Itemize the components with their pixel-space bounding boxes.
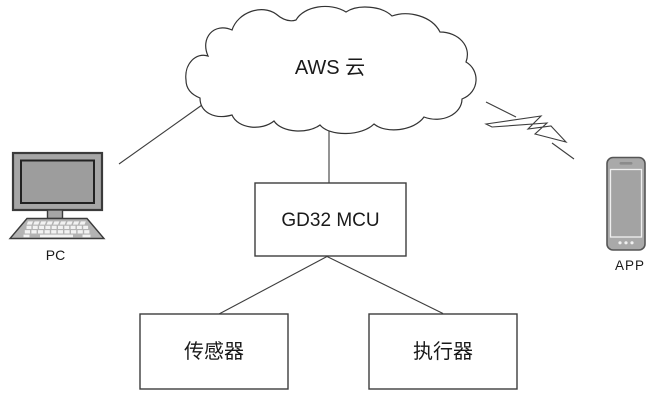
sensor-label: 传感器 xyxy=(184,340,244,363)
sensor-box xyxy=(139,313,289,390)
app-label: APP xyxy=(615,258,645,273)
pc-label: PC xyxy=(46,247,65,263)
aws-cloud-shape xyxy=(185,5,477,135)
monitor-screen xyxy=(20,159,95,204)
smartphone-icon xyxy=(606,156,646,251)
line-mcu-to-actuator xyxy=(326,256,444,314)
line-lightning-to-app xyxy=(551,142,575,160)
phone-home-dots xyxy=(618,241,634,245)
line-pc-to-cloud xyxy=(118,104,203,165)
actuator-box xyxy=(368,313,518,390)
mcu-box xyxy=(254,182,407,257)
monitor-stand xyxy=(46,209,64,220)
mcu-label: GD32 MCU xyxy=(281,210,379,231)
aws-cloud-label: AWS 云 xyxy=(295,57,365,79)
phone-speaker xyxy=(619,162,633,165)
keyboard-keys xyxy=(23,221,91,238)
line-cloud-to-lightning xyxy=(485,101,517,118)
phone-screen xyxy=(609,168,643,238)
lightning-bolt-icon xyxy=(484,115,568,144)
actuator-label: 执行器 xyxy=(413,340,473,363)
line-mcu-to-sensor xyxy=(218,256,328,315)
pc-icon xyxy=(8,151,106,240)
